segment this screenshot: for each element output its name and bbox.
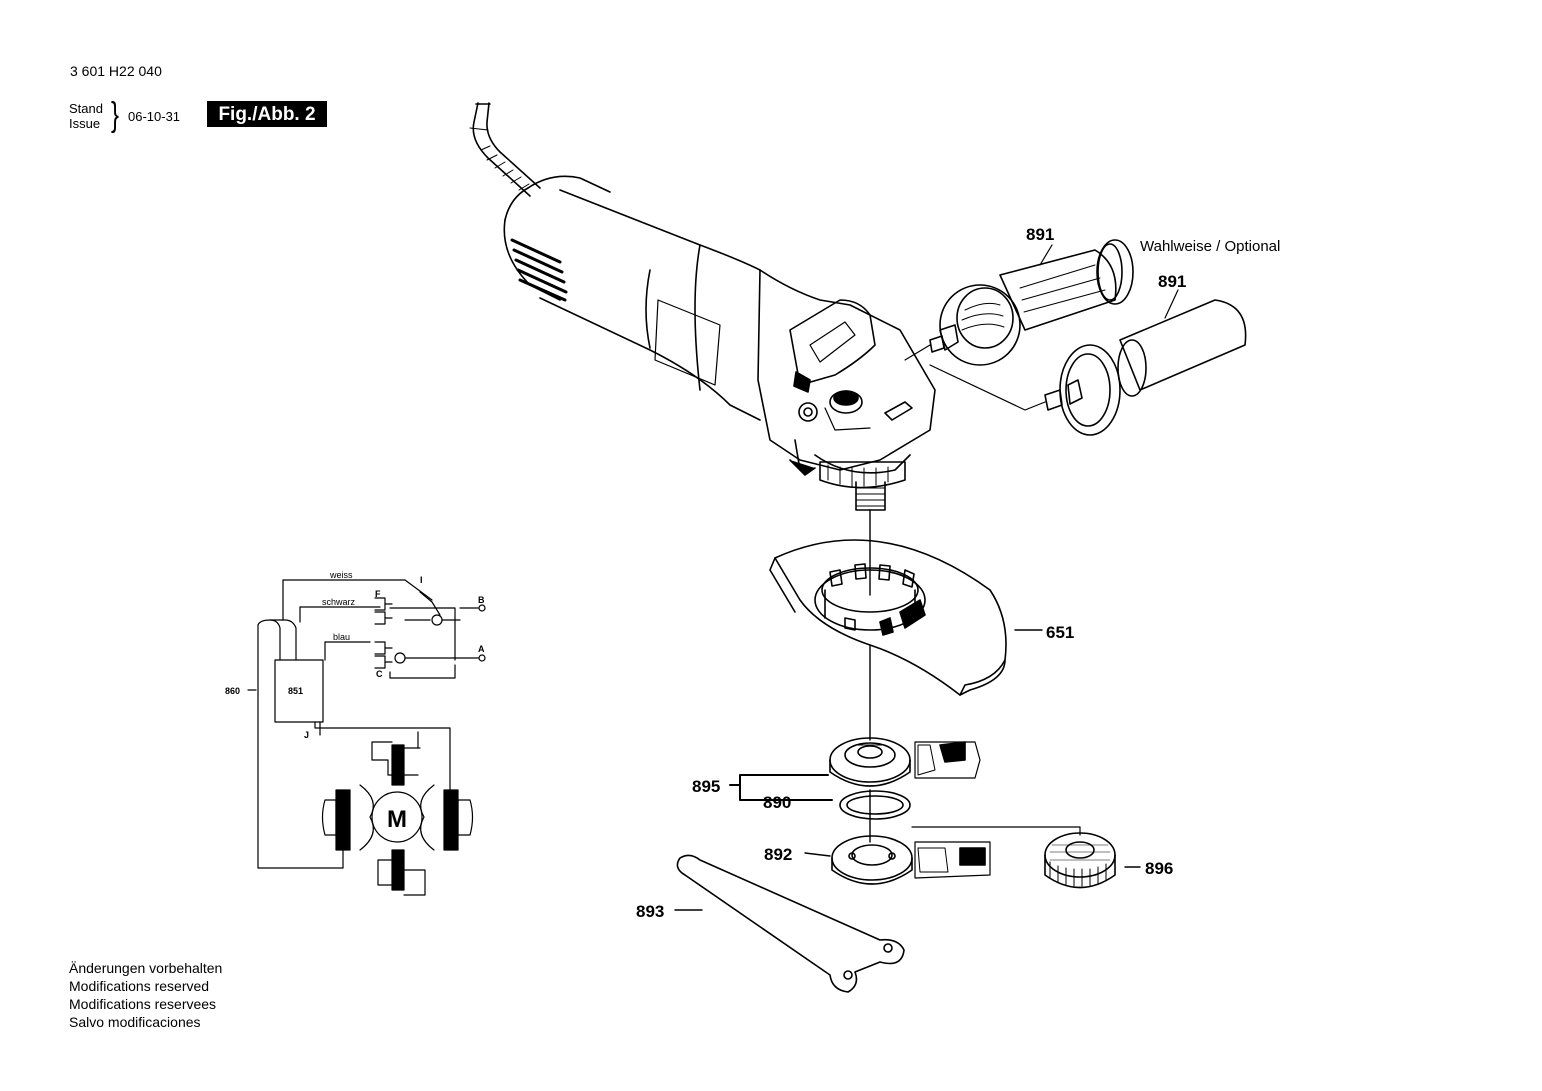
note-french: Modifications reservees <box>69 996 217 1012</box>
quick-clamping-nut-896 <box>1044 832 1116 889</box>
wire-label-blau: blau <box>333 632 350 642</box>
angle-grinder-body <box>503 175 936 511</box>
optional-label: Wahlweise / Optional <box>1140 238 1280 255</box>
callout-896: 896 <box>1145 859 1173 878</box>
stand-label: Stand <box>69 101 103 116</box>
terminal-label-c: C <box>376 669 383 679</box>
power-cord <box>469 102 541 197</box>
stand-issue-label: Stand Issue <box>69 101 115 131</box>
mounting-flange-895 <box>829 737 981 787</box>
callout-892: 892 <box>764 845 792 864</box>
face-spanner-893 <box>676 854 905 993</box>
component-label-851: 851 <box>288 686 303 696</box>
callout-891-upper: 891 <box>1026 225 1054 244</box>
auxiliary-handle-891-lower <box>1044 299 1247 436</box>
callout-893: 893 <box>636 902 664 921</box>
issue-date: 06-10-31 <box>128 109 181 124</box>
wire-label-weiss: weiss <box>329 570 353 580</box>
note-english: Modifications reserved <box>69 978 210 994</box>
terminal-label-i: I <box>420 575 423 585</box>
modification-notes: Änderungen vorbehalten Modifications res… <box>69 959 222 1031</box>
note-german: Änderungen vorbehalten <box>69 960 223 976</box>
callout-895: 895 <box>692 777 720 796</box>
callout-890: 890 <box>763 793 791 812</box>
terminal-label-b: B <box>478 595 485 605</box>
callout-891-lower: 891 <box>1158 272 1186 291</box>
o-ring-890 <box>839 790 911 820</box>
wiring-labels: weiss schwarz blau I F B A C J 851 860 M <box>225 570 485 833</box>
terminal-label-f: F <box>375 589 381 599</box>
motor-label: M <box>387 806 407 833</box>
wire-label-schwarz: schwarz <box>322 597 356 607</box>
document-number: 3 601 H22 040 <box>70 63 162 79</box>
terminal-label-j: J <box>304 730 309 740</box>
callout-labels: 891 Wahlweise / Optional 891 651 895 890… <box>636 225 1280 921</box>
wheel-guard-651 <box>769 539 1007 696</box>
component-label-860: 860 <box>225 686 240 696</box>
note-spanish: Salvo modificaciones <box>69 1014 201 1030</box>
callout-651: 651 <box>1046 623 1074 642</box>
clamping-nut-892 <box>831 835 991 885</box>
terminal-label-a: A <box>478 644 485 654</box>
figure-label: Fig./Abb. 2 <box>207 101 327 127</box>
wiring-diagram <box>247 579 486 896</box>
brace-symbol: } <box>111 96 119 134</box>
auxiliary-handle-891-upper <box>929 239 1134 366</box>
issue-label: Issue <box>69 116 101 131</box>
